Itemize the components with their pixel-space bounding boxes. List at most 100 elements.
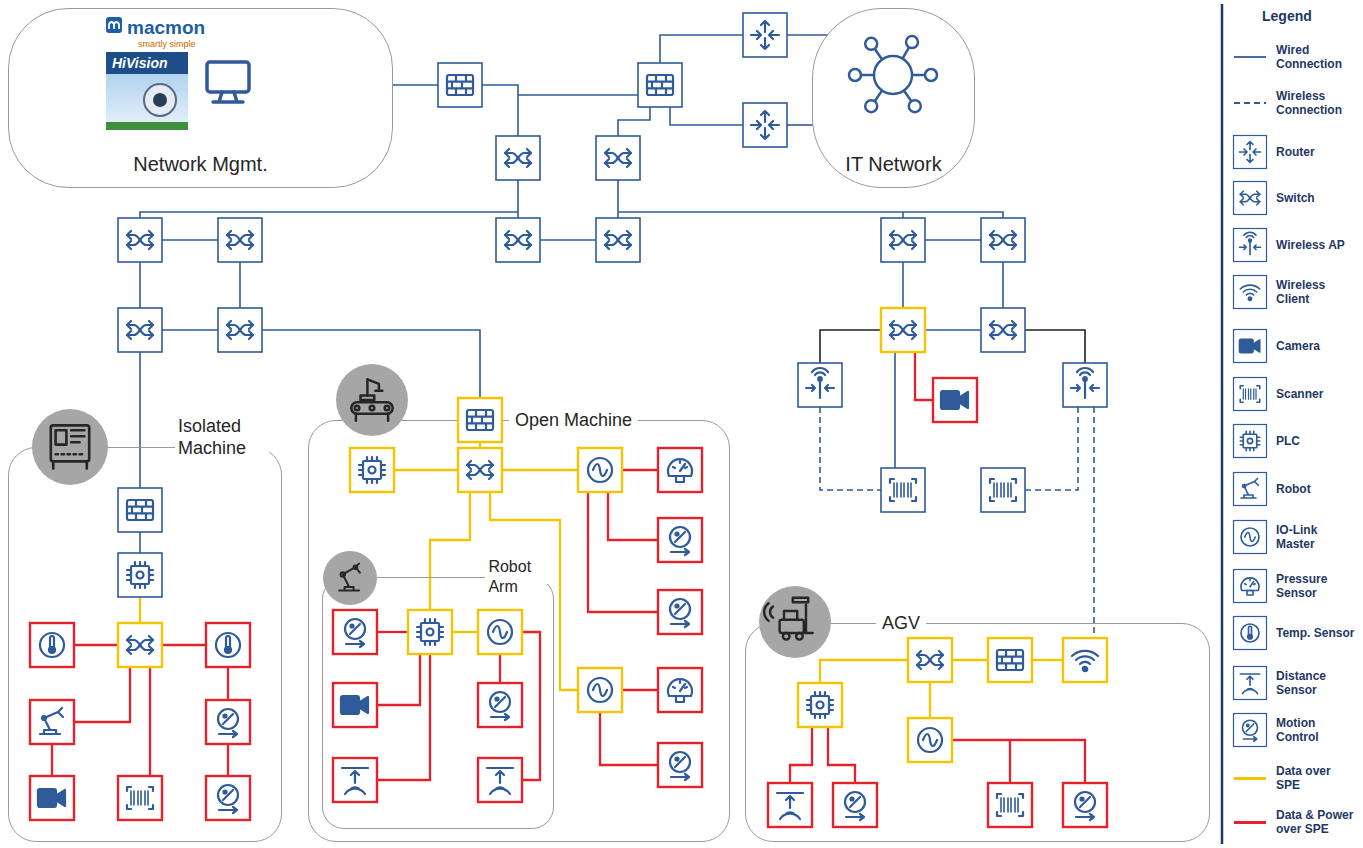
icon-glyph: [941, 391, 968, 409]
region-label: smartly simple: [138, 39, 196, 49]
glyph-part: [218, 709, 238, 729]
wire: [139, 597, 141, 623]
logo-badge: [106, 17, 122, 33]
glyph-part: [345, 619, 365, 639]
wire: [51, 744, 53, 776]
icon-frame: [206, 776, 250, 820]
glyph-part: [593, 684, 607, 696]
glyph-part: [1243, 720, 1258, 735]
glyph-part: [467, 461, 471, 469]
glyph-part: [780, 620, 804, 633]
glyph-part: [149, 646, 153, 654]
mot-icon: [478, 683, 522, 727]
icon-glyph: [467, 461, 493, 479]
wire: [482, 85, 518, 136]
glyph-part: [131, 566, 149, 584]
icon-glyph: [917, 651, 943, 669]
pres-icon: [658, 448, 702, 492]
icon-glyph: [990, 479, 1016, 501]
icon-glyph: [1240, 285, 1260, 300]
icon-frame: [798, 683, 842, 727]
glyph-part: [990, 331, 994, 339]
glyph-part: [997, 650, 1023, 670]
glyph-part: [676, 605, 679, 608]
icon-frame: [438, 63, 482, 107]
glyph-part: [851, 798, 854, 801]
glyph-part: [670, 527, 690, 547]
scan-icon: [118, 776, 162, 820]
wire: [149, 667, 151, 776]
hub-satellite: [849, 69, 861, 81]
hivision-image: [106, 52, 188, 130]
glyph-part: [627, 159, 631, 167]
icon-frame: [578, 668, 622, 712]
wireless-link: [820, 407, 881, 490]
glyph-part: [345, 787, 365, 794]
icon-frame: [988, 638, 1032, 682]
glyph-part: [890, 331, 894, 339]
badge-glyph: [351, 379, 392, 420]
region-label: AGV: [876, 612, 926, 634]
hub-spoke: [875, 49, 882, 60]
ap-icon: [798, 363, 842, 407]
glyph-part: [1240, 199, 1243, 205]
badge-disc: [759, 586, 831, 658]
icon-frame: [1234, 521, 1267, 554]
wire: [452, 631, 478, 633]
glyph-part: [912, 321, 916, 329]
glyph-part: [1244, 232, 1256, 237]
io-icon: [1234, 521, 1267, 554]
glyph-part: [588, 458, 612, 482]
glyph-part: [1243, 434, 1257, 448]
icon-frame: [908, 638, 952, 682]
glyph-part: [505, 241, 509, 249]
icon-glyph: [447, 75, 473, 95]
glyph-part: [249, 231, 253, 239]
glyph-part: [846, 814, 864, 820]
icon-frame: [1234, 570, 1267, 603]
wire: [622, 469, 658, 471]
wire: [502, 469, 578, 471]
glyph-part: [370, 406, 375, 411]
icon-frame: [118, 488, 162, 532]
wire: [227, 744, 229, 776]
icon-frame: [206, 623, 250, 667]
icon-frame: [658, 590, 702, 634]
sw-icon: [981, 308, 1025, 352]
icon-glyph: [990, 321, 1016, 339]
glyph-part: [342, 768, 368, 783]
glyph-part: [385, 406, 390, 411]
icon-frame: [933, 378, 977, 422]
wire: [820, 660, 908, 683]
icon-glyph: [605, 231, 631, 249]
icon-frame: [743, 103, 787, 147]
icon-frame: [1063, 363, 1107, 407]
glyph-part: [341, 572, 346, 577]
glyph-part: [149, 331, 153, 339]
mot-icon: [658, 743, 702, 787]
icon-frame: [1234, 714, 1267, 747]
icon-glyph: [218, 709, 238, 737]
scan-icon: [988, 783, 1032, 827]
rt-icon: [1234, 136, 1267, 169]
icon-frame: [981, 308, 1025, 352]
icon-glyph: [216, 633, 240, 657]
badge-glyph: [764, 598, 812, 640]
ap-icon: [1234, 229, 1267, 262]
glyph-part: [890, 231, 894, 239]
mot-icon: [1234, 714, 1267, 747]
glyph-part: [1240, 339, 1254, 353]
glyph-part: [1076, 814, 1094, 820]
icon-glyph: [806, 368, 834, 398]
icon-frame: [333, 683, 377, 727]
glyph-part: [890, 479, 916, 501]
icon-glyph: [1241, 578, 1259, 595]
glyph-part: [1240, 674, 1260, 685]
icon-frame: [1063, 783, 1107, 827]
icon-glyph: [1072, 651, 1098, 671]
icon-frame: [478, 758, 522, 802]
glyph-part: [605, 149, 609, 157]
glyph-part: [890, 241, 894, 249]
glyph-part: [1245, 579, 1256, 587]
mot-icon: [658, 518, 702, 562]
